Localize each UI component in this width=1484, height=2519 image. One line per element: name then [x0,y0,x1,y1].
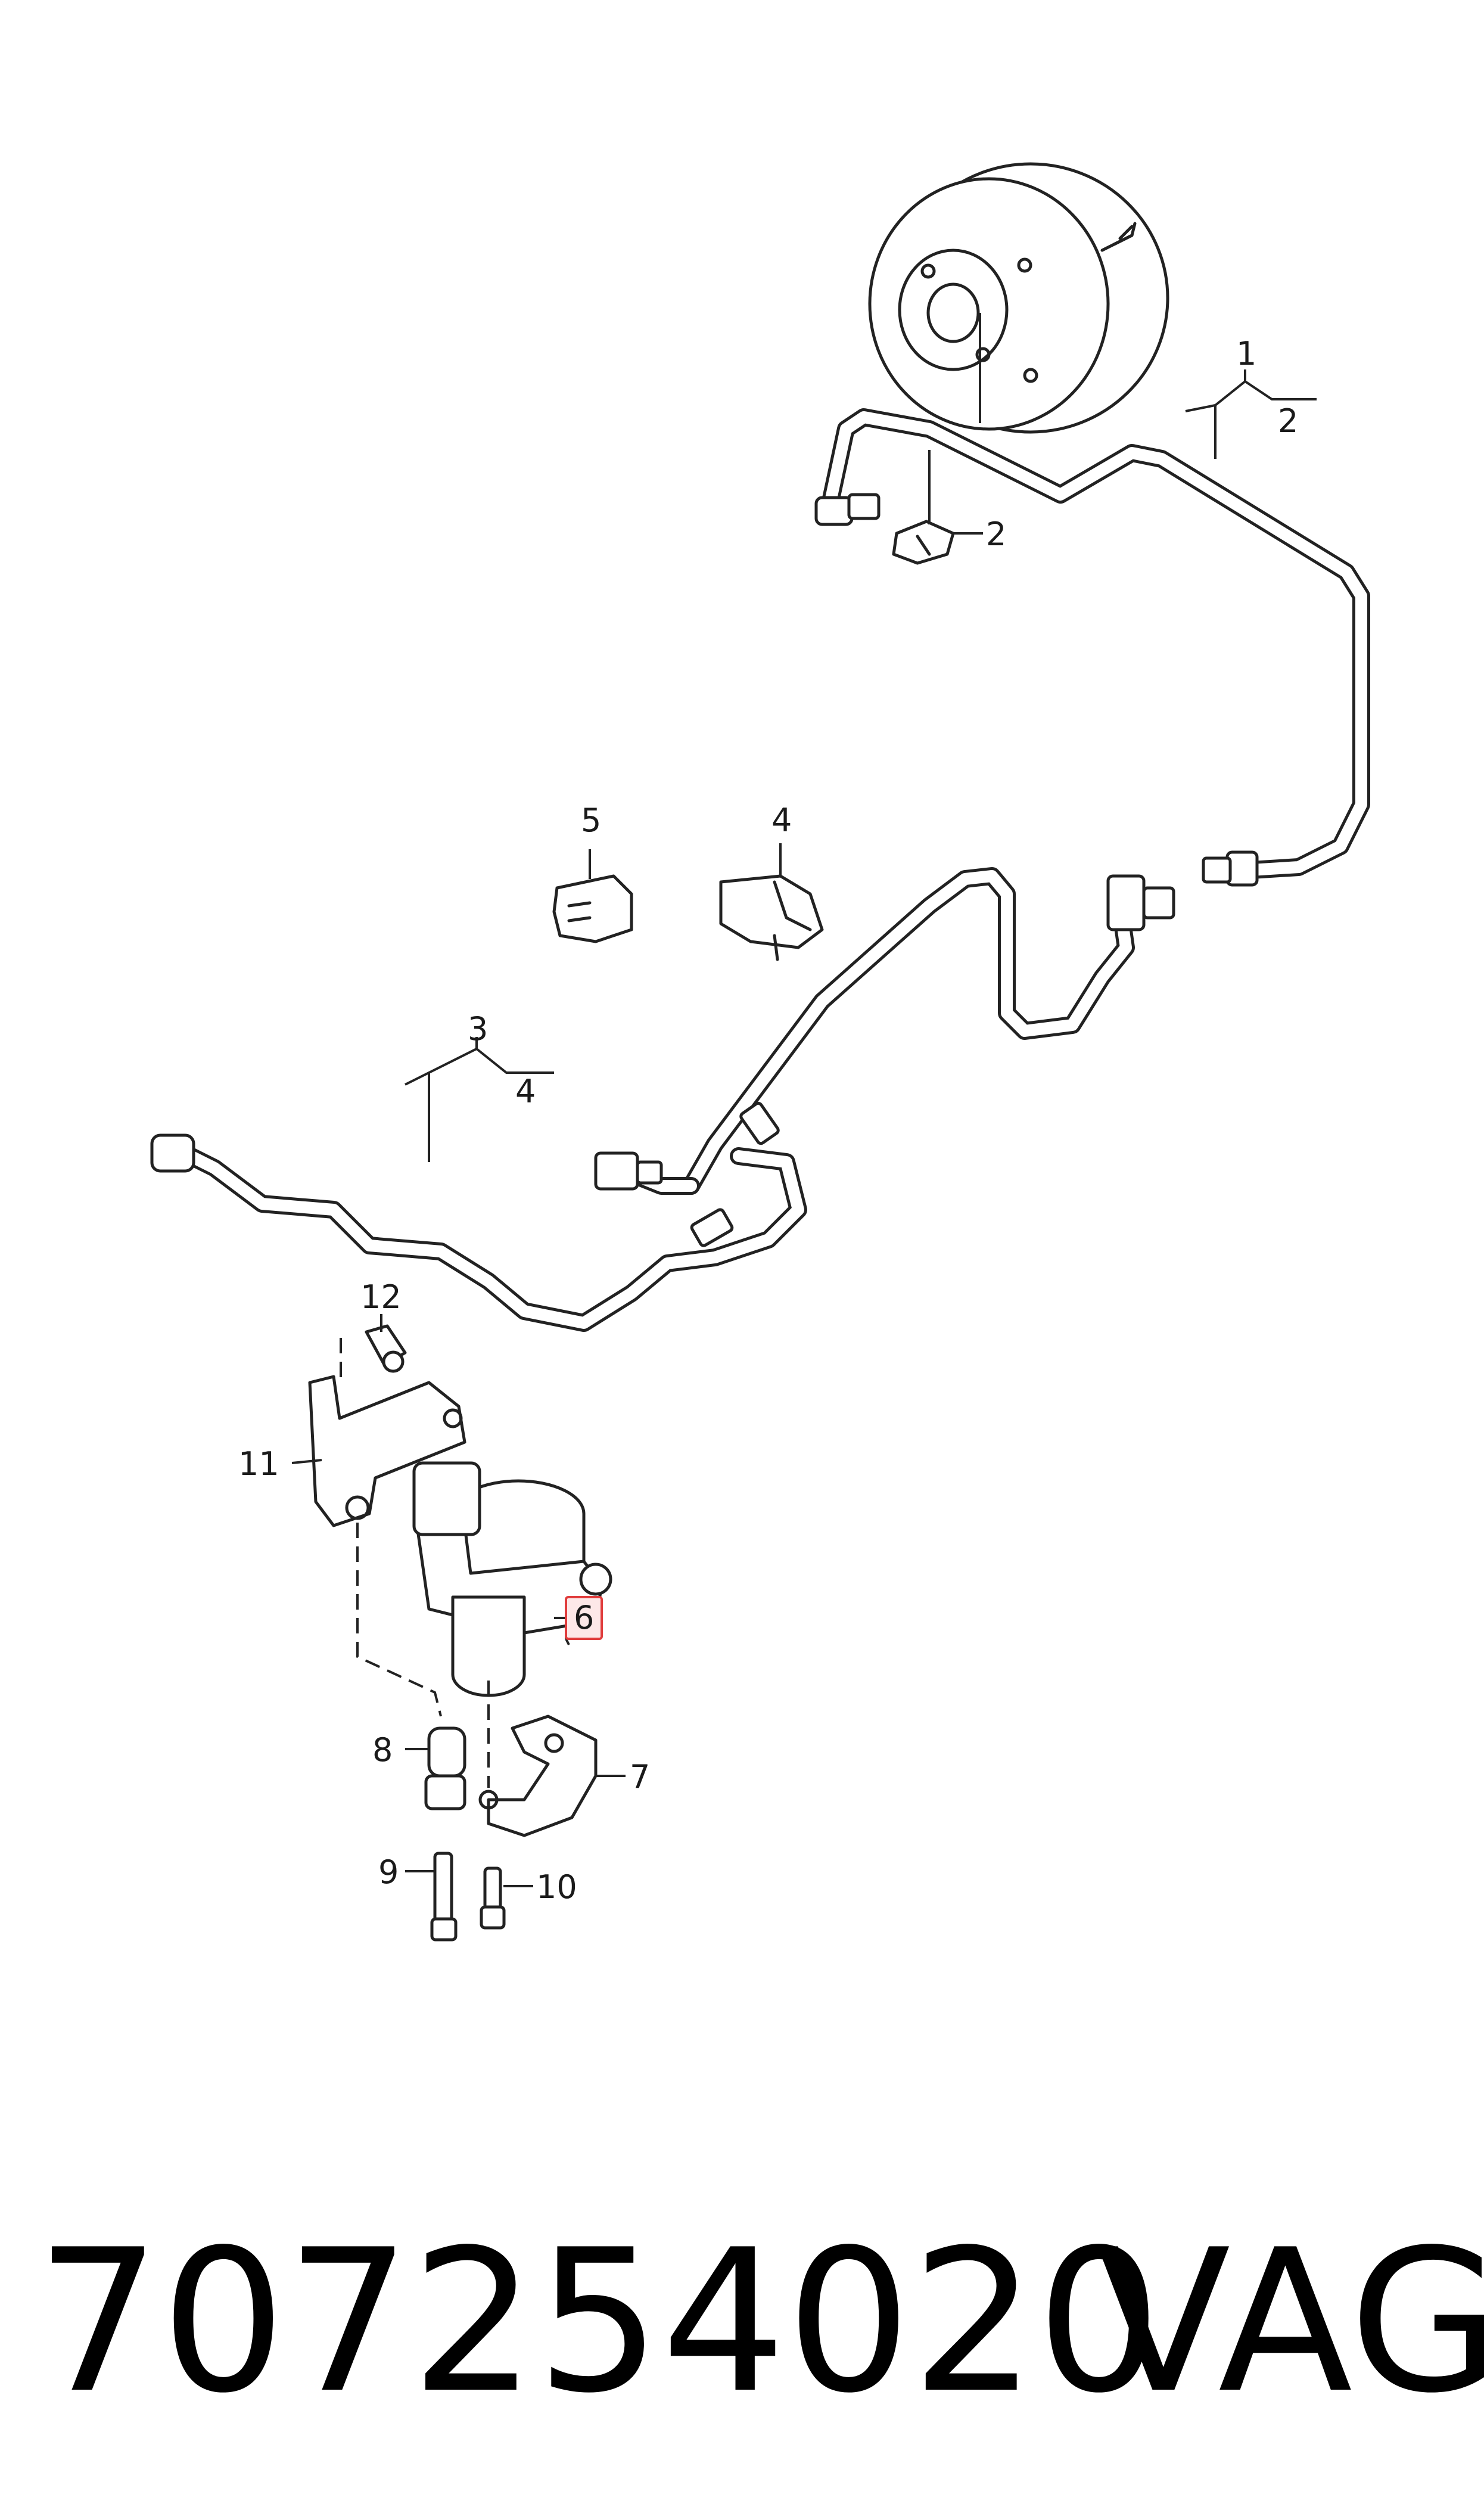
label-2-clip: 2 [986,515,1006,553]
hose-clip [892,520,983,565]
assembly-lines [340,1338,490,1788]
part-number-caption: 707254020 [36,2207,1162,2436]
rubber-mount [424,1726,466,1810]
brand-caption: VAG [1096,2207,1484,2436]
lower-bracket [478,1714,598,1837]
label-9: 9 [378,1853,399,1891]
label-10: 10 [536,1868,577,1906]
brake-booster [868,162,1169,434]
label-7: 7 [630,1758,650,1796]
bolt-10 [480,1866,506,1930]
label-5: 5 [581,802,601,839]
label-1: 1 [1236,335,1256,372]
label-8: 8 [372,1731,393,1769]
bolt-9 [430,1852,458,1942]
label-11: 11 [238,1445,279,1483]
vacuum-pump [412,1461,612,1697]
highlight-box-6 [565,1596,603,1640]
label-2-top: 2 [1278,402,1298,440]
bolt-12 [365,1324,407,1373]
upper-bracket [308,1375,466,1527]
leader-lines [291,313,1317,1887]
label-12: 12 [360,1278,402,1316]
label-6: 6 [574,1599,594,1636]
lower-vacuum-hose [150,867,1175,1332]
label-4-hose: 4 [515,1073,536,1110]
upper-vacuum-hose [814,408,1370,887]
check-valve [719,874,824,961]
label-4-valve: 4 [771,802,792,839]
label-3: 3 [468,1010,488,1048]
electrical-connector [552,874,633,943]
